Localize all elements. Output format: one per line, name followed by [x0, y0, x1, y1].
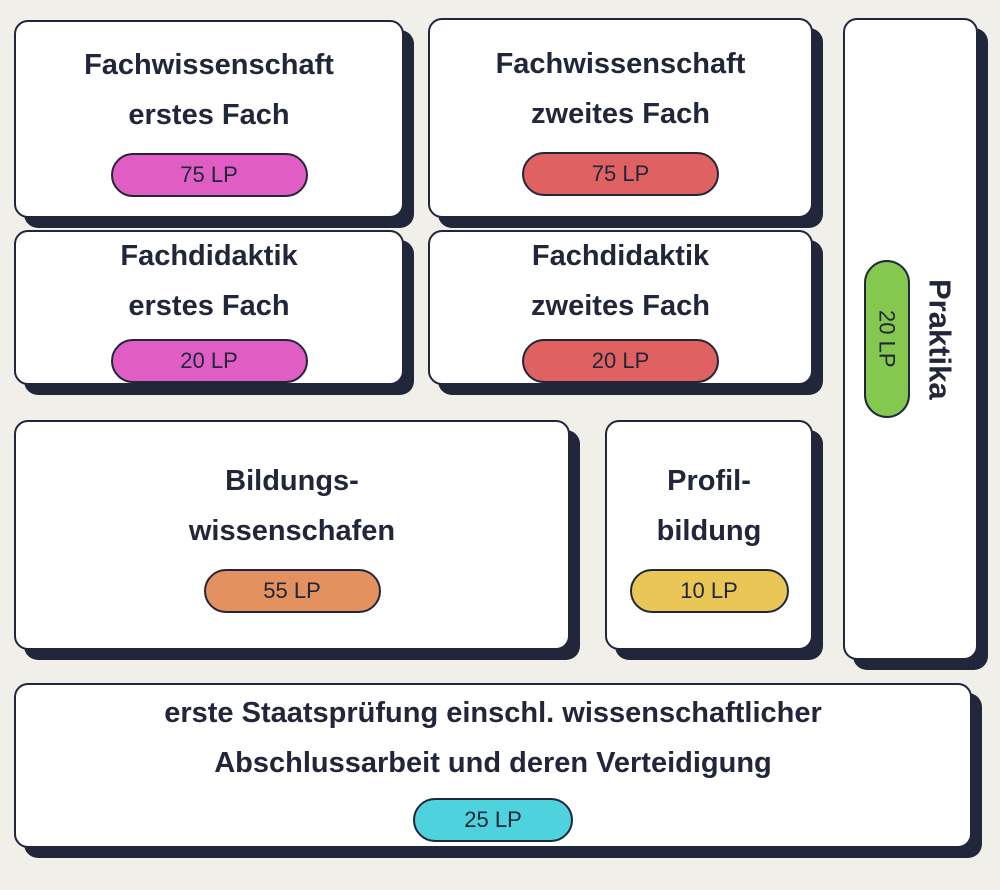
card-title: Profil- bildung [657, 457, 762, 556]
card-title: Fachwissenschaft zweites Fach [496, 40, 746, 139]
lp-badge: 20 LP [522, 338, 719, 383]
card-fachdidaktik-zweites-fach: Fachdidaktik zweites Fach 20 LP [428, 230, 813, 385]
title-line-1: Profil- [667, 465, 751, 498]
card-erste-staatspruefung: erste Staatsprüfung einschl. wissenschaf… [14, 683, 972, 848]
card-bildungswissenschaften: Bildungs- wissenschafen 55 LP [14, 420, 570, 650]
lp-badge: 20 LP [110, 338, 308, 383]
card-profilbildung: Profil- bildung 10 LP [605, 420, 813, 650]
title-line-1: Bildungs- [225, 465, 359, 498]
title-line-2: erstes Fach [128, 289, 290, 322]
card-title: Praktika [922, 278, 958, 400]
title-line-2: zweites Fach [531, 97, 710, 130]
title-line-1: Fachwissenschaft [495, 48, 746, 81]
title-line-2: erstes Fach [128, 98, 290, 131]
card-fachdidaktik-erstes-fach: Fachdidaktik erstes Fach 20 LP [14, 230, 404, 385]
card-fachwissenschaft-zweites-fach: Fachwissenschaft zweites Fach 75 LP [428, 18, 813, 218]
lp-badge: 55 LP [203, 568, 381, 613]
card-praktika: 20 LP Praktika [843, 18, 978, 660]
title-line-1: Fachdidaktik [531, 240, 710, 273]
lp-badge: 75 LP [110, 152, 308, 197]
card-fachwissenschaft-erstes-fach: Fachwissenschaft erstes Fach 75 LP [14, 20, 404, 218]
lp-badge: 75 LP [522, 151, 719, 196]
card-title: Fachdidaktik erstes Fach [120, 232, 297, 331]
title-line-1: Fachdidaktik [120, 240, 298, 273]
title-line-2: zweites Fach [531, 289, 710, 322]
lp-badge: 20 LP [863, 260, 910, 418]
title-line-1: erste Staatsprüfung einschl. wissenschaf… [164, 697, 822, 730]
title-line-2: bildung [656, 514, 762, 547]
title-line-2: wissenschafen [188, 514, 396, 547]
title-line-1: Fachwissenschaft [84, 49, 334, 82]
card-title: Bildungs- wissenschafen [189, 457, 395, 556]
card-title: erste Staatsprüfung einschl. wissenschaf… [164, 689, 822, 788]
card-title: Fachdidaktik zweites Fach [531, 232, 710, 331]
lp-badge: 10 LP [629, 568, 789, 613]
lp-badge: 25 LP [413, 797, 573, 842]
card-title: Fachwissenschaft erstes Fach [84, 41, 334, 140]
title-line-2: Abschlussarbeit und deren Verteidigung [214, 746, 772, 779]
